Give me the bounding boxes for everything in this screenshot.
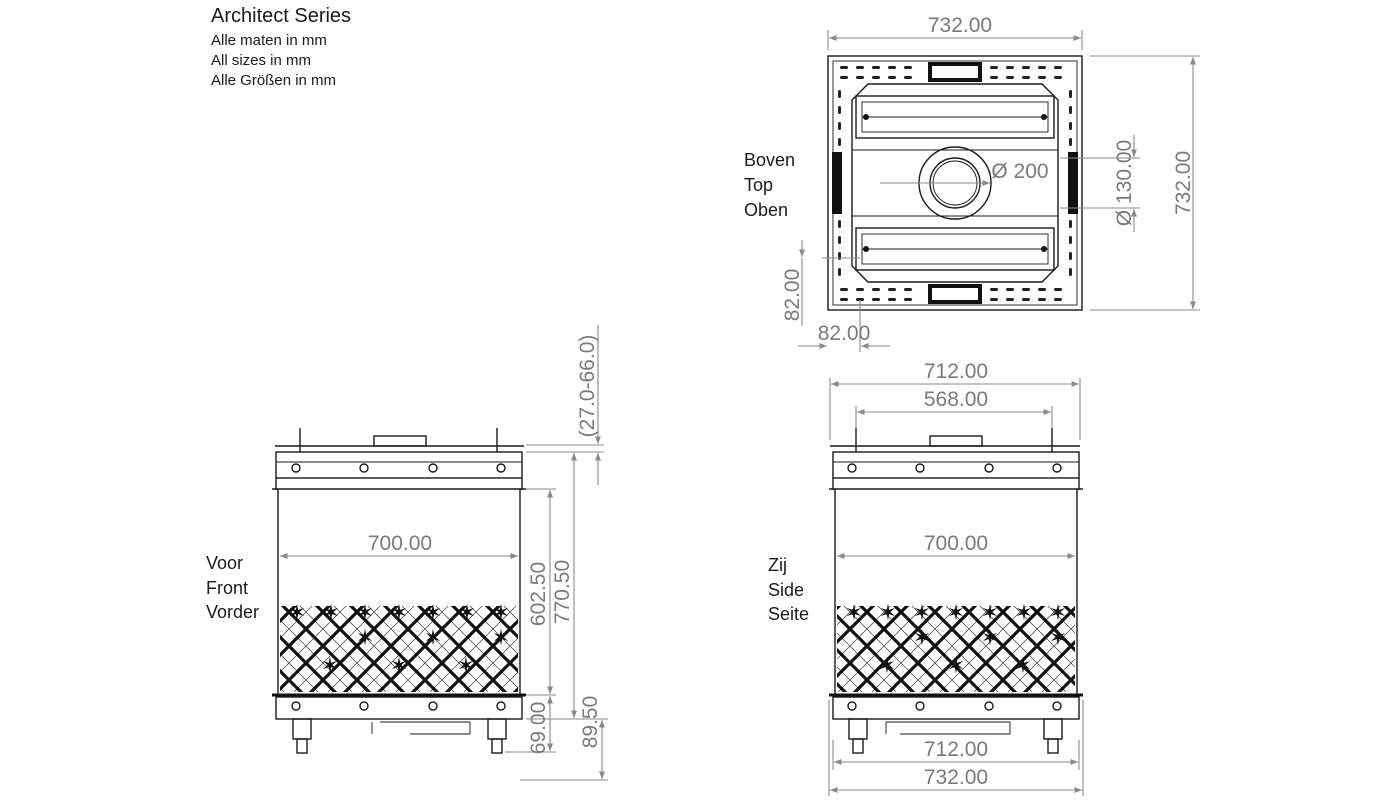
side-overall-width: 712.00 xyxy=(924,360,988,383)
header: Architect Series Alle maten in mm All si… xyxy=(211,5,351,89)
svg-text:✶: ✶ xyxy=(1014,654,1032,679)
svg-text:✶: ✶ xyxy=(458,601,476,626)
svg-text:✶: ✶ xyxy=(356,626,374,651)
top-width-dimension: 732.00 xyxy=(928,14,992,37)
top-view-dimensions: 732.00 732.00 Ø 200 Ø 130.00 82.00 82.00 xyxy=(781,14,1200,352)
top-depth-dimension: 732.00 xyxy=(1172,151,1195,215)
front-body-height: 770.50 xyxy=(551,560,574,624)
front-glass-width: 700.00 xyxy=(368,532,432,555)
svg-text:✶: ✶ xyxy=(322,601,340,626)
svg-text:✶: ✶ xyxy=(1049,626,1067,651)
top-view-label-de: Oben xyxy=(744,200,788,220)
side-view-label-de: Seite xyxy=(768,604,809,624)
svg-text:✶: ✶ xyxy=(424,601,442,626)
side-inner-width: 568.00 xyxy=(924,388,988,411)
units-note-de: Alle Größen in mm xyxy=(211,72,336,89)
side-glass-width: 700.00 xyxy=(924,532,988,555)
flue-outer-diameter: Ø 200 xyxy=(991,160,1048,183)
front-base-outer: 89.50 xyxy=(579,696,602,749)
svg-text:✶: ✶ xyxy=(424,626,442,651)
svg-text:✶: ✶ xyxy=(1015,601,1033,626)
top-offset-x-dimension: 82.00 xyxy=(818,322,871,345)
side-base-outer: 732.00 xyxy=(924,766,988,789)
svg-text:✶: ✶ xyxy=(981,601,999,626)
svg-text:✶: ✶ xyxy=(492,601,510,626)
svg-text:✶: ✶ xyxy=(845,601,863,626)
svg-text:✶: ✶ xyxy=(492,626,510,651)
front-view-dimensions: 700.00 (27.0-66.0) 602.50 770.50 69.00 8… xyxy=(280,325,608,781)
svg-text:✶: ✶ xyxy=(947,654,965,679)
side-view-body: ✶✶✶✶✶✶✶ ✶✶✶ ✶✶✶ xyxy=(829,428,1083,754)
svg-text:✶: ✶ xyxy=(321,654,339,679)
front-glass-height: 602.50 xyxy=(527,562,550,626)
front-base-inner: 69.00 xyxy=(527,702,550,755)
svg-text:✶: ✶ xyxy=(878,654,896,679)
units-note-nl: Alle maten in mm xyxy=(211,32,327,49)
top-view-label-nl: Boven xyxy=(744,150,795,170)
side-view-label-nl: Zij xyxy=(768,555,787,575)
svg-text:✶: ✶ xyxy=(390,654,408,679)
svg-text:✶: ✶ xyxy=(981,626,999,651)
svg-text:✶: ✶ xyxy=(879,601,897,626)
units-note-en: All sizes in mm xyxy=(211,52,311,69)
front-view-label-de: Vorder xyxy=(206,602,259,622)
svg-text:✶: ✶ xyxy=(457,654,475,679)
side-view-label-en: Side xyxy=(768,580,804,600)
front-view-label-en: Front xyxy=(206,578,248,598)
flue-inner-diameter: Ø 130.00 xyxy=(1113,140,1136,226)
front-adjust-range: (27.0-66.0) xyxy=(576,335,599,438)
svg-text:✶: ✶ xyxy=(913,601,931,626)
svg-text:✶: ✶ xyxy=(356,601,374,626)
svg-text:✶: ✶ xyxy=(390,601,408,626)
top-view: Boven Top Oben xyxy=(744,14,1200,352)
side-view-dimensions: 712.00 568.00 700.00 712.00 732.00 xyxy=(828,360,1084,796)
svg-text:✶: ✶ xyxy=(947,601,965,626)
side-base-inner: 712.00 xyxy=(924,738,988,761)
drawing-title: Architect Series xyxy=(211,5,351,27)
front-view: Voor Front Vorder ✶✶✶✶✶✶✶ ✶✶✶ xyxy=(206,325,608,781)
top-offset-y-dimension: 82.00 xyxy=(781,269,804,322)
svg-text:✶: ✶ xyxy=(913,626,931,651)
svg-text:✶: ✶ xyxy=(1049,601,1067,626)
side-view: Zij Side Seite ✶✶✶✶✶✶✶ ✶✶✶ ✶✶✶ xyxy=(768,360,1084,796)
front-view-body: ✶✶✶✶✶✶✶ ✶✶✶ ✶✶✶ xyxy=(272,428,526,754)
svg-text:✶: ✶ xyxy=(288,601,306,626)
front-view-label-nl: Voor xyxy=(206,553,243,573)
top-view-label-en: Top xyxy=(744,175,773,195)
